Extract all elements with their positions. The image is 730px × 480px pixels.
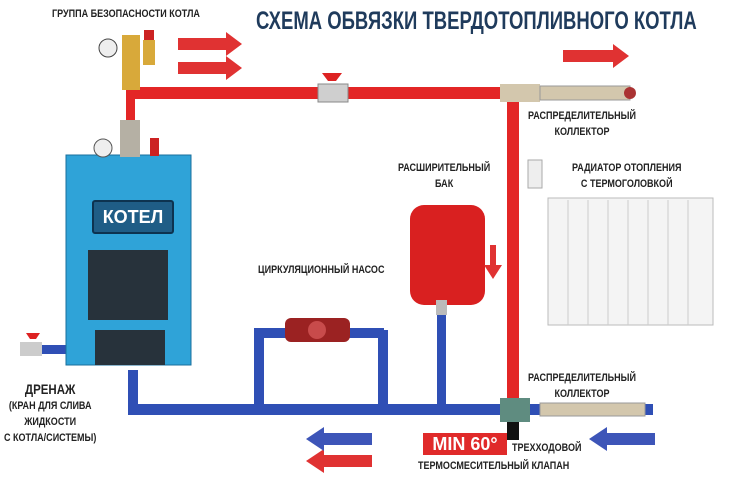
drain-valve: [20, 333, 42, 356]
label-valve-line2: ТЕРМОСМЕСИТЕЛЬНЫЙ КЛАПАН: [418, 460, 570, 472]
label-drain: ДРЕНАЖ (КРАН ДЛЯ СЛИВА ЖИДКОСТИ С КОТЛА/…: [4, 380, 96, 446]
distribution-collector-bottom: [539, 402, 646, 417]
label-valve-line1: ТРЕХХОДОВОЙ: [512, 442, 582, 454]
label-line: КОЛЛЕКТОР: [554, 126, 610, 138]
label-collector-bottom: РАСПРЕДЕЛИТЕЛЬНЫЙ КОЛЛЕКТОР: [528, 370, 636, 402]
label-line: ЖИДКОСТИ: [24, 416, 77, 428]
boiler: [65, 120, 192, 366]
label-line: (КРАН ДЛЯ СЛИВА: [8, 400, 92, 412]
return-arrow-icon: [306, 427, 655, 451]
supply-arrow-icon: [178, 32, 629, 473]
label-collector-top: РАСПРЕДЕЛИТЕЛЬНЫЙ КОЛЛЕКТОР: [528, 108, 636, 140]
distribution-collector-top: [500, 84, 636, 102]
label-pump: ЦИРКУЛЯЦИОННЫЙ НАСОС: [258, 264, 385, 276]
label-line: БАК: [435, 178, 454, 190]
manometer-icon: [98, 38, 118, 58]
boiler-label: КОТЕЛ: [92, 200, 174, 234]
circulation-pump: [285, 318, 350, 342]
label-line: ДРЕНАЖ: [24, 381, 76, 397]
label-safety-group: ГРУППА БЕЗОПАСНОСТИ КОТЛА: [52, 8, 200, 20]
label-radiator: РАДИАТОР ОТОПЛЕНИЯ С ТЕРМОГОЛОВКОЙ: [572, 160, 681, 192]
label-expansion-tank: РАСШИРИТЕЛЬНЫЙ БАК: [398, 160, 490, 192]
three-way-valve: [500, 398, 530, 440]
label-line: КОЛЛЕКТОР: [554, 388, 610, 400]
radiator: [527, 159, 714, 326]
label-line: РАСПРЕДЕЛИТЕЛЬНЫЙ: [528, 372, 636, 384]
ball-valve-top: [317, 73, 349, 103]
pressure-gauge-icon: [93, 138, 113, 158]
min-temp-badge: MIN 60°: [423, 433, 507, 455]
label-line: С КОТЛА/СИСТЕМЫ): [4, 432, 97, 444]
safety-group: [98, 30, 155, 90]
expansion-tank: [410, 205, 485, 315]
label-line: РАДИАТОР ОТОПЛЕНИЯ: [572, 162, 682, 174]
label-line: РАСШИРИТЕЛЬНЫЙ: [398, 162, 491, 174]
diagram-title: СХЕМА ОБВЯЗКИ ТВЕРДОТОПЛИВНОГО КОТЛА: [256, 7, 697, 35]
label-line: РАСПРЕДЕЛИТЕЛЬНЫЙ: [528, 110, 636, 122]
label-line: С ТЕРМОГОЛОВКОЙ: [580, 178, 673, 190]
thermostatic-head-icon: [527, 159, 543, 189]
